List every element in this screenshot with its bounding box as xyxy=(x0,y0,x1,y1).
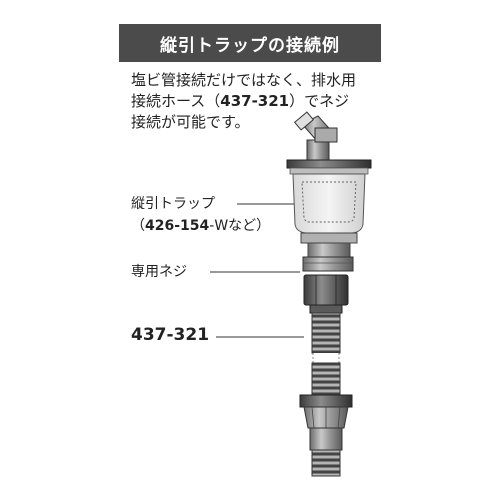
hose-label: 437-321 xyxy=(131,325,210,345)
description: 塩ビ管接続だけではなく、排水用 接続ホース（437-321）でネジ 接続が可能で… xyxy=(131,70,391,133)
elbow-fitting xyxy=(293,111,338,163)
trap-label: 縦引トラップ xyxy=(131,196,215,212)
bottom-adapter xyxy=(299,394,353,477)
section-title: 縦引トラップの接続例 xyxy=(119,24,381,62)
description-line-3: 接続が可能です。 xyxy=(131,113,250,131)
nut-label: 専用ネジ xyxy=(131,264,187,280)
trap-body xyxy=(286,159,372,258)
dedicated-nut xyxy=(303,274,349,314)
connector-ring xyxy=(302,256,354,272)
description-line-2: 接続ホース（437-321）でネジ xyxy=(131,92,350,110)
hose-code-inline: 437-321 xyxy=(220,92,290,110)
description-line-1: 塩ビ管接続だけではなく、排水用 xyxy=(131,71,357,89)
trap-code-label: （426-154-Wなど） xyxy=(131,218,271,234)
drain-hose xyxy=(311,312,341,396)
